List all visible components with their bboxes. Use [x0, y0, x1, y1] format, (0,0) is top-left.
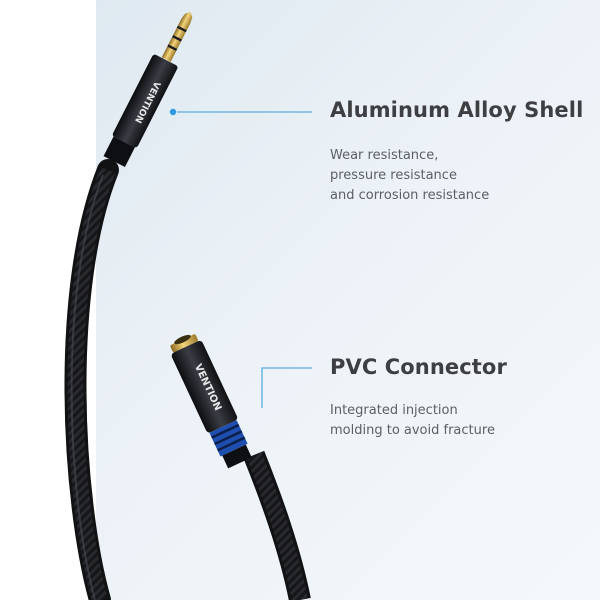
- feature-description-shell: Wear resistance, pressure resistance and…: [330, 146, 489, 206]
- feature-description-line: Integrated injection: [330, 403, 458, 418]
- feature-description-line: pressure resistance: [330, 168, 457, 183]
- feature-description-line: and corrosion resistance: [330, 188, 490, 203]
- male-jack-plug: VENTION: [103, 11, 193, 168]
- feature-title-shell: Aluminum Alloy Shell: [330, 98, 584, 122]
- callout-line-connector: [261, 367, 312, 408]
- feature-title-connector: PVC Connector: [330, 355, 507, 379]
- feature-description-connector: Integrated injection molding to avoid fr…: [330, 401, 495, 441]
- background-panel: [96, 0, 600, 600]
- callout-dot-shell: [169, 108, 177, 116]
- feature-description-line: Wear resistance,: [330, 148, 439, 163]
- female-jack-connector: VENTION: [170, 334, 252, 469]
- feature-description-line: molding to avoid fracture: [330, 423, 495, 438]
